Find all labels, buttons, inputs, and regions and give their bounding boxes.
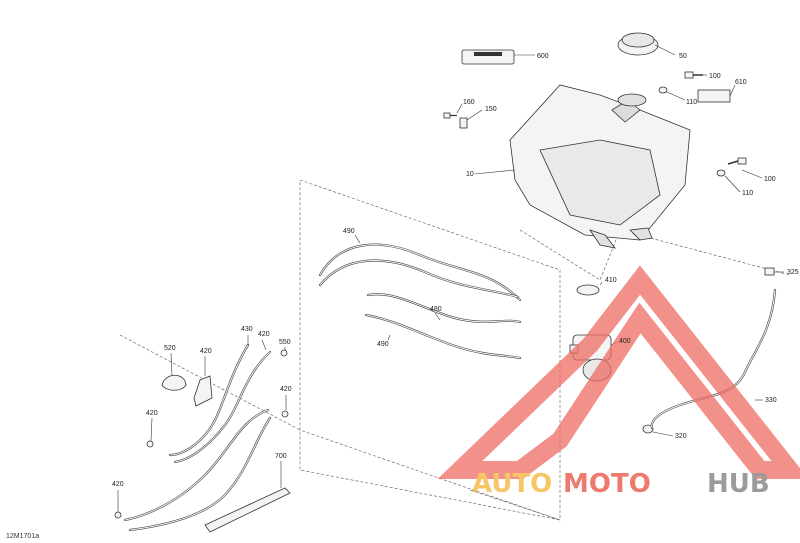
callout-label: 10	[466, 171, 474, 178]
protective-sleeve	[204, 487, 291, 533]
callout-label: 100	[764, 176, 776, 183]
callout-label: 700	[275, 453, 287, 460]
callout-label: 100	[709, 73, 721, 80]
fuel-cap	[617, 32, 659, 56]
fuel-hose	[366, 293, 522, 324]
callout-label: 430	[241, 326, 253, 333]
callout-label: 550	[279, 339, 291, 346]
callout-label: 520	[164, 345, 176, 352]
callout-label: 480	[430, 306, 442, 313]
fitting	[281, 410, 289, 418]
hose-group-boundary	[299, 179, 561, 521]
callout-label: 420	[146, 410, 158, 417]
fitting	[146, 440, 154, 448]
clip	[161, 374, 187, 391]
watermark-triangle	[437, 265, 800, 479]
callout-label: 150	[485, 106, 497, 113]
warning-label	[461, 49, 515, 65]
callout-label: 400	[619, 338, 631, 345]
callout-label: 410	[605, 277, 617, 284]
fitting	[764, 267, 775, 276]
callout-label: 600	[537, 53, 549, 60]
watermark-word-auto: AUTO	[472, 469, 552, 499]
callout-label: 420	[200, 348, 212, 355]
clip	[459, 117, 468, 129]
callout-label: 490	[377, 341, 389, 348]
tank-to-pump-guide	[519, 229, 791, 281]
callout-label: 490	[343, 228, 355, 235]
fitting	[280, 349, 288, 357]
watermark-word-hub: HUB	[707, 469, 770, 499]
fuel-tank	[509, 84, 691, 249]
callout-label: 420	[112, 481, 124, 488]
washer	[716, 169, 726, 177]
fitting	[114, 511, 122, 519]
callout-label: 320	[675, 433, 687, 440]
callout-label: 110	[742, 190, 753, 197]
screw	[443, 112, 457, 119]
callout-label: 325	[787, 269, 799, 276]
automotohub-watermark: AUTO MOTO HUB	[437, 265, 800, 499]
bolt	[727, 157, 747, 165]
decal	[697, 89, 731, 103]
bolt	[684, 71, 703, 79]
bracket	[193, 375, 213, 407]
callout-label: 420	[258, 331, 270, 338]
callout-label: 50	[679, 53, 687, 60]
fitting	[642, 424, 654, 434]
callout-label: 610	[735, 79, 747, 86]
callout-label: 160	[463, 99, 475, 106]
washer	[658, 86, 668, 94]
callout-label: 330	[765, 397, 777, 404]
diagram-code: 12M1701a	[6, 533, 39, 540]
watermark-word-moto: MOTO	[563, 469, 651, 499]
callout-label: 110	[686, 99, 697, 106]
callout-label: 420	[280, 386, 292, 393]
hose-clamp	[576, 284, 600, 296]
fuel-hose	[168, 343, 250, 457]
